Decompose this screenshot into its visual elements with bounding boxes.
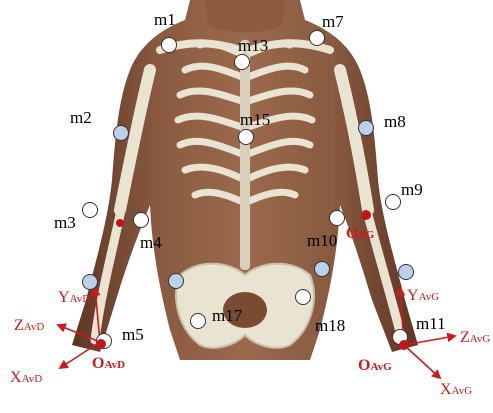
axis-z-left: ZAvG	[460, 330, 490, 346]
marker-dot-m13	[235, 55, 250, 70]
spine	[240, 40, 250, 270]
marker-dot-m10	[330, 211, 345, 226]
label-m5: m5	[122, 326, 144, 343]
origin-left-label: OAvG	[358, 358, 392, 374]
origin-left-point	[399, 340, 409, 350]
label-m18: m18	[315, 317, 345, 334]
label-m10: m10	[307, 232, 337, 249]
axis-y-left: YAvG	[407, 288, 439, 304]
marker-dot-m18	[296, 290, 311, 305]
label-m11: m11	[416, 315, 446, 332]
label-m8: m8	[384, 113, 406, 130]
label-m17: m17	[212, 307, 242, 324]
label-m1: m1	[154, 11, 176, 28]
marker-dot-m15	[239, 130, 254, 145]
label-m7: m7	[322, 13, 344, 30]
marker-dot-m9	[386, 195, 401, 210]
label-m13: m13	[238, 37, 268, 54]
origin-body-label: OBG	[346, 226, 374, 242]
marker-dot-m7	[310, 31, 325, 46]
axis-x-left: XAvG	[440, 382, 472, 398]
marker-dot-m4	[134, 213, 149, 228]
unlabeled-marker-dot	[315, 262, 330, 277]
origin-right-point	[96, 339, 106, 349]
marker-dot-m8	[359, 121, 374, 136]
axis-z-right: ZAvD	[14, 318, 44, 334]
marker-dot-m17	[191, 314, 206, 329]
marker-dot-m2	[114, 126, 129, 141]
marker-dot-m3	[83, 203, 98, 218]
axis-x-right: XAvD	[10, 370, 42, 386]
axis-y-right: YAvD	[58, 290, 90, 306]
unlabeled-marker-dot	[399, 265, 414, 280]
unlabeled-marker-dot	[83, 275, 98, 290]
label-m4: m4	[140, 234, 162, 251]
marker-dot-m1	[162, 38, 177, 53]
label-m9: m9	[401, 181, 423, 198]
label-m2: m2	[70, 109, 92, 126]
label-m3: m3	[54, 214, 76, 231]
origin-right-label: OAvD	[92, 356, 125, 372]
unlabeled-marker-dot	[169, 274, 184, 289]
origin-body-point	[361, 210, 371, 220]
neck-skin	[205, 0, 285, 33]
label-m15: m15	[240, 111, 270, 128]
elbow-right-point	[116, 219, 124, 227]
